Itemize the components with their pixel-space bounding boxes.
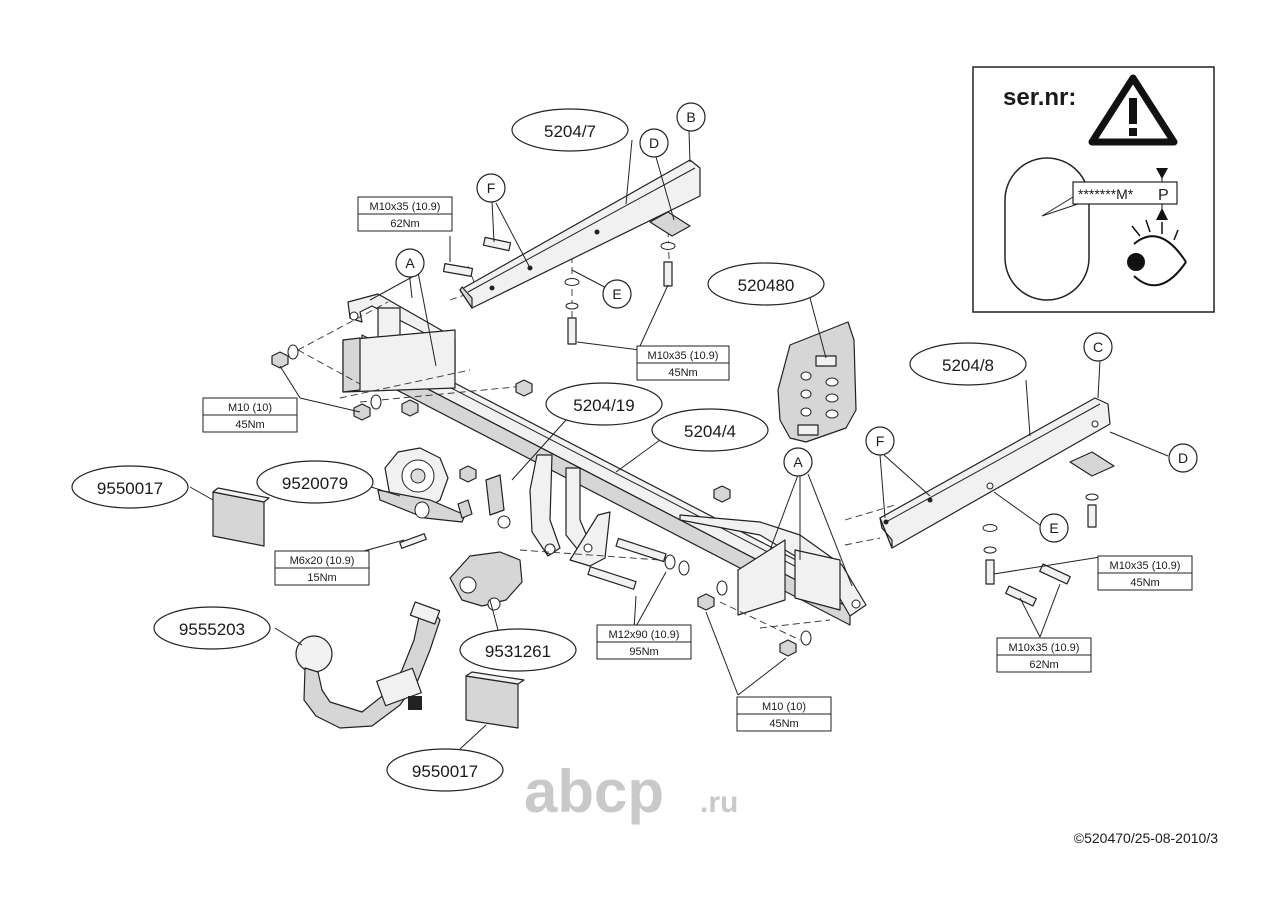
torque-box-m10x35-62nm-right: M10x35 (10.9) 62Nm bbox=[996, 637, 1092, 673]
torque-box-m10x35-62nm-top: M10x35 (10.9) 62Nm bbox=[357, 196, 453, 232]
svg-text:62Nm: 62Nm bbox=[1029, 659, 1058, 671]
svg-text:A: A bbox=[405, 255, 415, 271]
svg-text:A: A bbox=[793, 454, 803, 470]
svg-text:9555203: 9555203 bbox=[179, 620, 245, 639]
svg-text:C: C bbox=[1093, 339, 1103, 355]
svg-text:F: F bbox=[876, 433, 885, 449]
hardware bbox=[271, 344, 812, 657]
svg-text:M10 (10): M10 (10) bbox=[228, 402, 272, 414]
svg-text:5204/19: 5204/19 bbox=[573, 396, 634, 415]
callout-b: B bbox=[676, 102, 706, 132]
svg-text:D: D bbox=[1178, 450, 1188, 466]
callout-e-top: E bbox=[602, 279, 632, 309]
plate-520480 bbox=[777, 321, 857, 443]
torque-box-m10x35-45nm-top: M10x35 (10.9) 45Nm bbox=[636, 345, 730, 381]
svg-text:M10x35 (10.9): M10x35 (10.9) bbox=[648, 350, 719, 362]
svg-text:5204/7: 5204/7 bbox=[544, 122, 596, 141]
svg-text:62Nm: 62Nm bbox=[390, 218, 419, 230]
svg-text:E: E bbox=[612, 286, 621, 302]
label-9550017-top: 9550017 bbox=[71, 465, 189, 509]
svg-text:B: B bbox=[686, 109, 695, 125]
svg-text:*******M*: *******M* bbox=[1078, 186, 1134, 202]
label-520480: 520480 bbox=[707, 262, 825, 306]
callout-a-left: A bbox=[395, 248, 425, 278]
bracket-5204-7 bbox=[442, 159, 701, 345]
svg-text:45Nm: 45Nm bbox=[668, 367, 697, 379]
svg-text:9550017: 9550017 bbox=[412, 762, 478, 781]
svg-text:M10x35 (10.9): M10x35 (10.9) bbox=[370, 201, 441, 213]
svg-text:P: P bbox=[1158, 187, 1169, 204]
svg-text:5204/4: 5204/4 bbox=[684, 422, 736, 441]
label-5204-8: 5204/8 bbox=[909, 342, 1027, 386]
svg-text:M10x35 (10.9): M10x35 (10.9) bbox=[1110, 560, 1181, 572]
callout-e-right: E bbox=[1039, 513, 1069, 543]
svg-text:9531261: 9531261 bbox=[485, 642, 551, 661]
booklet-right bbox=[465, 671, 525, 729]
serial-number-panel: ser.nr: *******M* P bbox=[972, 66, 1215, 313]
callout-c: C bbox=[1083, 332, 1113, 362]
torque-box-m10x35-45nm-right: M10x35 (10.9) 45Nm bbox=[1097, 555, 1193, 591]
svg-text:M10 (10): M10 (10) bbox=[762, 701, 806, 713]
svg-text:F: F bbox=[487, 180, 496, 196]
svg-text:D: D bbox=[649, 135, 659, 151]
callout-f-top: F bbox=[476, 173, 506, 203]
svg-text:9550017: 9550017 bbox=[97, 479, 163, 498]
copyright-text: ©520470/25-08-2010/3 bbox=[1074, 830, 1218, 846]
leader-lines bbox=[189, 130, 1169, 750]
svg-text:ser.nr:: ser.nr: bbox=[1003, 84, 1076, 111]
callout-d-top: D bbox=[639, 128, 669, 158]
svg-text:45Nm: 45Nm bbox=[235, 419, 264, 431]
callout-a-right: A bbox=[783, 447, 813, 477]
svg-text:.ru: .ru bbox=[700, 786, 738, 819]
svg-text:45Nm: 45Nm bbox=[769, 718, 798, 730]
clamp-9531261 bbox=[449, 551, 523, 611]
svg-text:abcp: abcp bbox=[524, 758, 664, 825]
svg-text:520480: 520480 bbox=[738, 276, 795, 295]
towball-9555203 bbox=[295, 601, 441, 729]
torque-box-m10-45nm-left: M10 (10) 45Nm bbox=[202, 397, 298, 433]
svg-text:15Nm: 15Nm bbox=[307, 572, 336, 584]
main-crossbeam bbox=[342, 293, 867, 626]
warning-triangle-icon bbox=[1088, 74, 1178, 146]
eye-icon bbox=[1127, 219, 1187, 287]
label-9531261: 9531261 bbox=[459, 628, 577, 672]
torque-box-m6x20-15nm: M6x20 (10.9) 15Nm bbox=[274, 550, 370, 586]
svg-text:95Nm: 95Nm bbox=[629, 646, 658, 658]
label-5204-19: 5204/19 bbox=[545, 382, 663, 426]
svg-text:M6x20 (10.9): M6x20 (10.9) bbox=[290, 555, 355, 567]
torque-box-m12x90-95nm: M12x90 (10.9) 95Nm bbox=[596, 624, 692, 660]
svg-text:M10x35 (10.9): M10x35 (10.9) bbox=[1009, 642, 1080, 654]
svg-text:45Nm: 45Nm bbox=[1130, 577, 1159, 589]
svg-text:M12x90 (10.9): M12x90 (10.9) bbox=[609, 629, 680, 641]
callout-d-right: D bbox=[1168, 443, 1198, 473]
booklet-left bbox=[212, 487, 270, 547]
label-5204-7: 5204/7 bbox=[511, 108, 629, 152]
svg-text:9520079: 9520079 bbox=[282, 474, 348, 493]
torque-box-m10-45nm-bottom: M10 (10) 45Nm bbox=[736, 696, 832, 732]
label-9520079: 9520079 bbox=[256, 460, 374, 504]
socket-bracket-9520079 bbox=[377, 447, 505, 523]
label-9555203: 9555203 bbox=[153, 606, 271, 650]
label-5204-4: 5204/4 bbox=[651, 408, 769, 452]
svg-text:5204/8: 5204/8 bbox=[942, 356, 994, 375]
bracket-5204-8 bbox=[879, 397, 1115, 607]
callout-f-right: F bbox=[865, 426, 895, 456]
label-9550017-bottom: 9550017 bbox=[386, 748, 504, 792]
svg-text:E: E bbox=[1049, 520, 1058, 536]
watermark-logo: abcp .ru bbox=[524, 758, 738, 825]
